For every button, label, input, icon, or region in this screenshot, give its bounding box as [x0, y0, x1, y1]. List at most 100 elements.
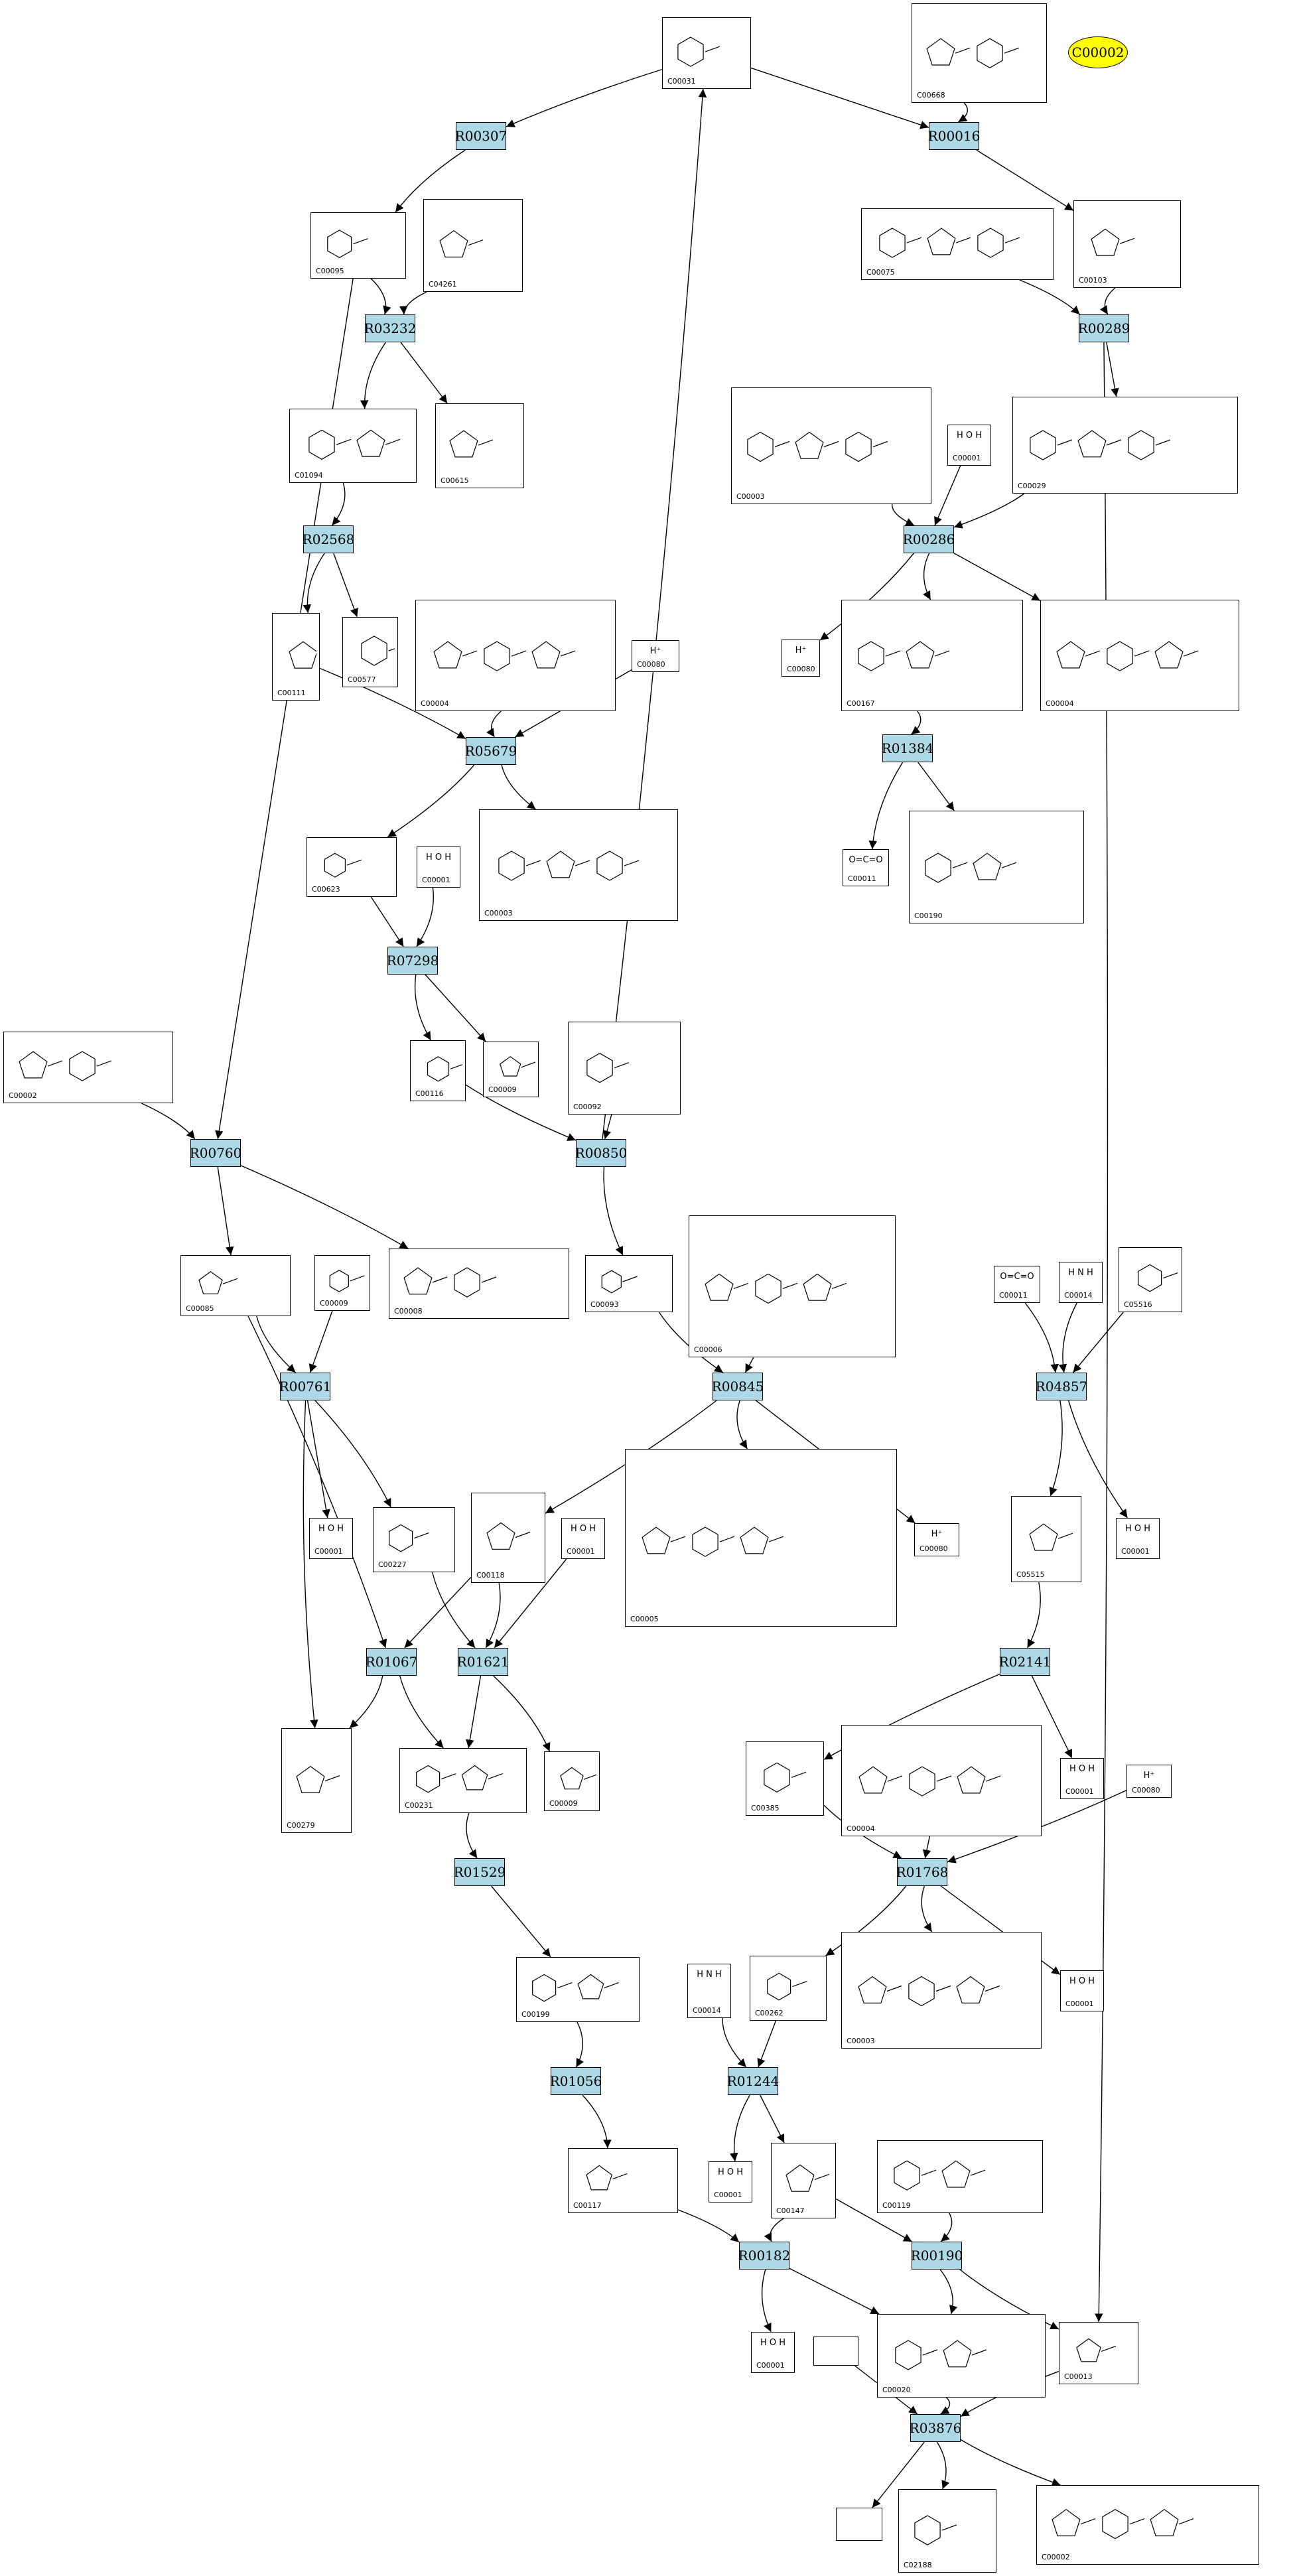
compound-c00009-b[interactable]: C00009: [314, 1255, 370, 1311]
compound-id-label: C00001: [314, 1547, 343, 1556]
compound-c00231-a[interactable]: C00231: [399, 1748, 527, 1813]
compound-id-label: C00668: [917, 91, 945, 100]
compound-c00190-a[interactable]: C00190: [909, 811, 1084, 923]
compound-c00004-b[interactable]: C00004: [1040, 600, 1239, 711]
reaction-r05679[interactable]: R05679: [465, 737, 517, 765]
compound-c00075-a[interactable]: C00075: [861, 208, 1054, 280]
compound-blank-a[interactable]: [813, 2337, 858, 2366]
compound-c00002-a[interactable]: C00002: [3, 1032, 173, 1103]
compound-c00004-a[interactable]: C00004: [415, 600, 616, 711]
compound-c05516-a[interactable]: C05516: [1119, 1247, 1182, 1312]
compound-c00080-b[interactable]: H⁺C00080: [632, 640, 679, 672]
reaction-r01768[interactable]: R01768: [896, 1858, 948, 1886]
compound-c00147-a[interactable]: C00147: [771, 2143, 836, 2218]
compound-c00227-a[interactable]: C00227: [373, 1507, 455, 1572]
compound-c00003-a[interactable]: C00003: [731, 387, 931, 504]
compound-c00003-c[interactable]: C00003: [841, 1932, 1042, 2049]
reaction-r00761[interactable]: R00761: [279, 1373, 331, 1400]
compound-c00005-a[interactable]: C00005: [625, 1449, 897, 1627]
compound-c00116-a[interactable]: C00116: [410, 1040, 466, 1101]
edge-r01768-to-c00262_a: [825, 1885, 907, 1956]
compound-c00615-a[interactable]: C00615: [435, 403, 524, 488]
compound-c00111-a[interactable]: C00111: [272, 613, 333, 701]
highlight-compound-c00002[interactable]: C00002: [1068, 36, 1128, 68]
reaction-r00760[interactable]: R00760: [190, 1139, 241, 1167]
reaction-r07298[interactable]: R07298: [387, 947, 439, 975]
compound-c05515-a[interactable]: C05515: [1011, 1496, 1081, 1582]
reaction-r01529[interactable]: R01529: [454, 1858, 506, 1886]
edge-r01244-to-c00147_a: [760, 2094, 785, 2143]
reaction-r01244[interactable]: R01244: [727, 2067, 779, 2095]
compound-c00031-a[interactable]: C00031: [662, 17, 751, 89]
compound-c00279-a[interactable]: C00279: [281, 1728, 352, 1833]
reaction-r00182[interactable]: R00182: [738, 2242, 790, 2270]
molecule-structure: [903, 2494, 992, 2559]
reaction-r04857[interactable]: R04857: [1036, 1373, 1087, 1400]
reaction-r03232[interactable]: R03232: [364, 314, 416, 342]
compound-c00009-a[interactable]: C00009: [483, 1042, 539, 1097]
compound-c00003-b[interactable]: C00003: [479, 809, 678, 921]
compound-c00577-a[interactable]: C00577: [342, 617, 404, 687]
reaction-r02568[interactable]: R02568: [303, 525, 354, 553]
compound-c00167-a[interactable]: C00167: [841, 600, 1023, 711]
reaction-r02141[interactable]: R02141: [999, 1648, 1051, 1676]
molecule-structure: [420, 604, 611, 697]
compound-c00080-c[interactable]: H⁺C00080: [914, 1523, 959, 1556]
compound-c00103-a[interactable]: C00103: [1073, 200, 1181, 288]
compound-c00080-d[interactable]: H⁺C00080: [1126, 1765, 1172, 1798]
compound-c00004-c[interactable]: C00004: [841, 1725, 1042, 1836]
compound-c00092-a[interactable]: C00092: [568, 1022, 681, 1115]
compound-c00095-a[interactable]: C00095: [310, 212, 406, 279]
compound-c01094-a[interactable]: C01094: [289, 409, 417, 483]
reaction-r01056[interactable]: R01056: [550, 2067, 602, 2095]
edge-r05679-to-c00003_b: [501, 764, 536, 810]
reaction-r00286[interactable]: R00286: [903, 525, 955, 553]
reaction-r01621[interactable]: R01621: [457, 1648, 509, 1676]
compound-c00080-a[interactable]: H⁺C00080: [782, 640, 820, 677]
compound-c00668-a[interactable]: C00668: [912, 3, 1047, 103]
reaction-r01067[interactable]: R01067: [366, 1648, 417, 1676]
compound-c00262-a[interactable]: C00262: [750, 1956, 827, 2021]
compound-c00008-a[interactable]: C00008: [389, 1249, 569, 1319]
compound-c00199-a[interactable]: C00199: [516, 1957, 640, 2022]
reaction-r00289[interactable]: R00289: [1078, 314, 1130, 342]
compound-c00093-a[interactable]: C00093: [585, 1255, 673, 1312]
compound-c00013-a[interactable]: C00013: [1059, 2322, 1138, 2384]
edge-r00286-to-c00167_a: [923, 553, 931, 600]
compound-c00085-a[interactable]: C00085: [180, 1255, 291, 1316]
reaction-r03876[interactable]: R03876: [910, 2414, 961, 2442]
compound-c04261-a[interactable]: C04261: [423, 199, 523, 292]
compound-c00006-a[interactable]: C00006: [689, 1215, 896, 1357]
compound-c00623-a[interactable]: C00623: [307, 837, 397, 897]
compound-c00385-a[interactable]: C00385: [746, 1741, 824, 1816]
compound-c00117-a[interactable]: C00117: [568, 2148, 678, 2213]
compound-c00118-a[interactable]: C00118: [471, 1493, 545, 1583]
reaction-r01384[interactable]: R01384: [882, 734, 933, 762]
reaction-r00016[interactable]: R00016: [928, 122, 980, 150]
compound-c00009-c[interactable]: C00009: [544, 1751, 600, 1811]
reaction-r00845[interactable]: R00845: [712, 1373, 764, 1400]
reaction-r00190[interactable]: R00190: [911, 2242, 963, 2270]
compound-c02188-a[interactable]: C02188: [898, 2489, 996, 2573]
compound-blank-b[interactable]: [836, 2508, 882, 2541]
compound-c00002-b[interactable]: C00002: [1036, 2485, 1259, 2565]
compound-c00119-a[interactable]: C00119: [877, 2140, 1043, 2213]
reaction-r00850[interactable]: R00850: [575, 1139, 627, 1167]
compound-c00020-a[interactable]: C00020: [877, 2314, 1046, 2398]
edge-c00118_a-to-r01621: [485, 1582, 501, 1649]
reaction-r00307[interactable]: R00307: [455, 122, 507, 150]
compound-c00029-a[interactable]: C00029: [1012, 397, 1238, 494]
